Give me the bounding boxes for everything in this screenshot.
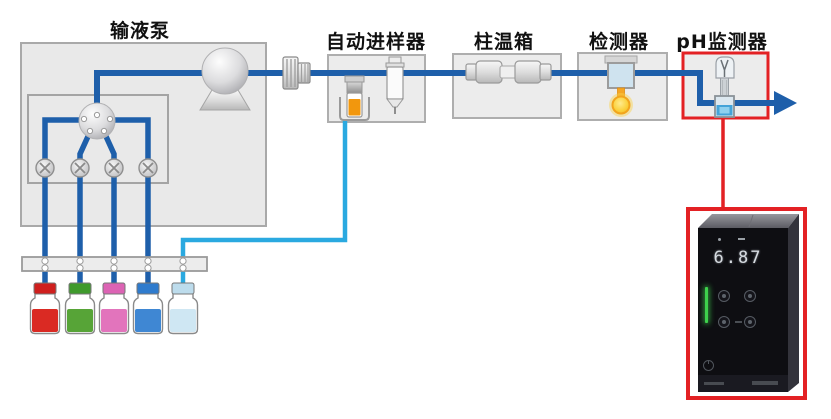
detector-flow-cell-icon (607, 62, 635, 89)
hplc-column-icon (465, 60, 552, 84)
tray-port (144, 264, 152, 272)
flow-direction-arrow-icon (774, 91, 797, 115)
ph-meter-device: 6.87 (686, 207, 807, 400)
solvent-bottle (29, 282, 61, 335)
injection-syringe-icon (385, 56, 405, 114)
autosampler-box (327, 54, 426, 123)
detector-internals (604, 55, 638, 117)
device-top-face (698, 214, 799, 228)
tray-port (41, 264, 49, 272)
control-button (718, 290, 730, 302)
solvent-valve-icon (138, 158, 158, 178)
sample-vial-icon (344, 75, 365, 118)
solvent-tray (21, 256, 208, 272)
solvent-valves (35, 158, 158, 178)
tray-port (179, 264, 187, 272)
ph-electrode-icon (715, 56, 735, 98)
solvent-bottles (29, 282, 199, 335)
device-side-face (788, 214, 799, 392)
solvent-bottle (64, 282, 96, 335)
tray-port (110, 264, 118, 272)
tray-port (76, 264, 84, 272)
control-button (744, 290, 756, 302)
control-button (744, 316, 756, 328)
pulse-damper-icon (282, 56, 311, 90)
solvent-tube-c (101, 130, 117, 286)
device-brand-mark (752, 381, 778, 385)
solvent-valve-icon (104, 158, 124, 178)
detector-label: 检测器 (588, 31, 650, 53)
button-divider-dash (735, 321, 742, 323)
tray-port (144, 257, 152, 265)
gradient-mixer-icon (78, 102, 116, 140)
device-bottom-strip (698, 375, 788, 392)
detector-mount-bar (604, 55, 638, 64)
control-button (718, 316, 730, 328)
tray-port (41, 257, 49, 265)
vial-holder-icon (339, 97, 370, 121)
detector-lamp-icon (611, 95, 631, 115)
ph-display: 6.87 (710, 243, 766, 273)
ph-display-value: 6.87 (713, 248, 763, 268)
pump-label: 输液泵 (109, 20, 171, 42)
tray-port (179, 257, 187, 265)
solvent-bottle (132, 282, 164, 335)
power-icon (703, 360, 714, 371)
solvent-tube-b (77, 130, 93, 286)
column-oven-label: 柱温箱 (473, 31, 535, 53)
ph-monitor-internals (714, 56, 735, 118)
solvent-bottle (98, 282, 130, 335)
solvent-tube-a (42, 117, 86, 286)
device-model-mark (704, 382, 724, 385)
solvent-valve-icon (35, 158, 55, 178)
autosampler-internals (339, 56, 405, 121)
display-indicator-dot (718, 238, 721, 241)
ph-monitor-label: pH监测器 (676, 31, 768, 53)
autosampler-label: 自动进样器 (325, 31, 427, 53)
device-top-seam (748, 214, 754, 228)
ph-flow-cell-icon (714, 95, 735, 118)
solvent-tube-d (109, 117, 151, 286)
solvent-valve-icon (70, 158, 90, 178)
status-led-bar (705, 287, 708, 323)
tray-port (110, 257, 118, 265)
pump-head-icon (199, 47, 251, 111)
solvent-bottle (167, 282, 199, 335)
tray-port (76, 257, 84, 265)
display-indicator-dash (738, 238, 745, 240)
